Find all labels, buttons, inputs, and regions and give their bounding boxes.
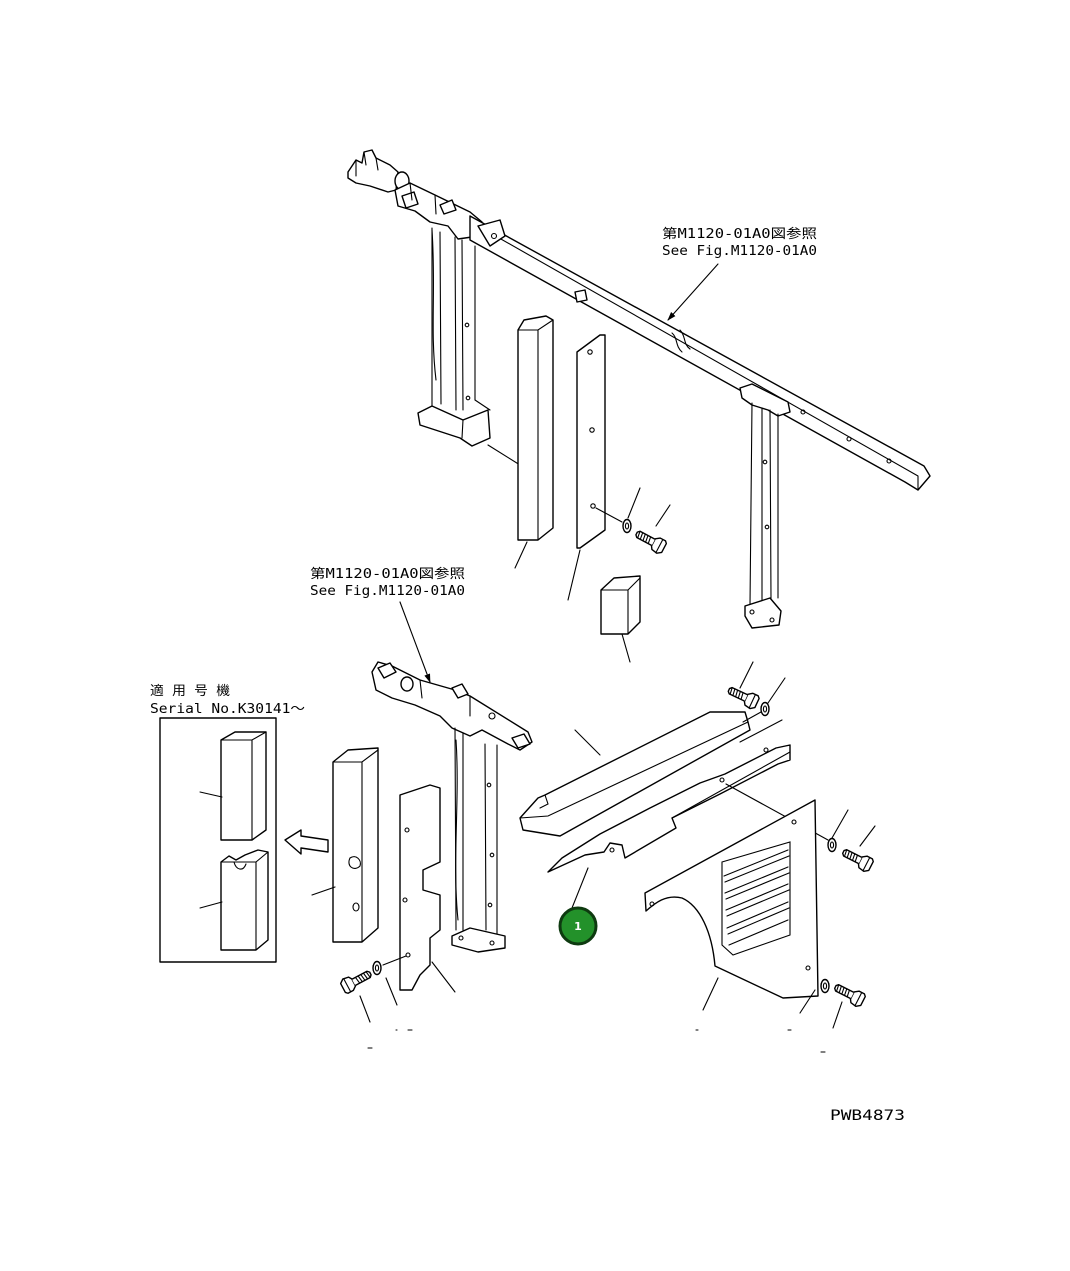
serial-inset-box: [159, 717, 277, 963]
upper-right-leg-base: [744, 597, 782, 629]
reference-arrow-upper: [667, 263, 719, 321]
bolt-top: [724, 682, 761, 711]
lower-frame: [371, 661, 533, 953]
lower-frame-leg: [454, 727, 498, 935]
reference-label-en-upper: See Fig.M1120-01A0: [662, 244, 817, 259]
lower-frame-bracket: [371, 661, 533, 751]
serial-note-en: Serial No.K30141～: [150, 702, 305, 717]
channel-plate: [547, 719, 791, 873]
bolt-upper: [632, 526, 668, 556]
upper-leaders: [514, 263, 719, 663]
lower-leaders: [311, 661, 876, 1029]
upper-mid-bracket: [394, 182, 483, 240]
spacer-block: [600, 575, 641, 635]
reference-arrow-lower: [399, 601, 431, 683]
serial-note-jp: 適 用 号 機: [150, 683, 230, 699]
washer-top: [760, 701, 770, 717]
reference-label-en-lower: See Fig.M1120-01A0: [310, 584, 465, 599]
upper-pad-block: [517, 315, 554, 541]
upper-left-leg-base: [417, 405, 491, 447]
callout-circle[interactable]: [558, 906, 598, 946]
louver-slats: [723, 849, 790, 946]
louver-frame: [721, 841, 791, 956]
bolt-bottom-right: [831, 979, 867, 1009]
washer-lower-left: [372, 960, 382, 976]
callout-1[interactable]: 1: [558, 906, 598, 946]
left-arrow-icon: [284, 829, 329, 855]
lower-pad-block: [332, 747, 379, 943]
inset-block-lower: [220, 849, 269, 951]
callout-label[interactable]: 1: [574, 920, 582, 933]
upper-plate: [576, 334, 606, 549]
inset-block-upper: [220, 731, 267, 841]
bolt-right: [839, 844, 875, 874]
upper-left-bracket: [347, 149, 399, 193]
upper-frame: [347, 149, 931, 629]
washer-upper: [622, 518, 632, 534]
washer-bottom-right: [820, 978, 830, 994]
lower-frame-base: [451, 927, 506, 953]
cover-plate: [519, 711, 751, 837]
reference-label-jp-lower: 第M1120-01A0図参照: [310, 566, 465, 582]
reference-label-jp-upper: 第M1120-01A0図参照: [662, 226, 817, 242]
washer-right: [827, 837, 837, 853]
leader-fragments: [367, 1029, 826, 1053]
lower-plate: [399, 784, 441, 991]
louver-panel: [644, 799, 819, 999]
bolt-lower-left: [338, 965, 375, 995]
upper-left-leg: [431, 227, 476, 411]
upper-right-leg: [749, 402, 779, 606]
drawing-code: PWB4873: [830, 1108, 905, 1124]
